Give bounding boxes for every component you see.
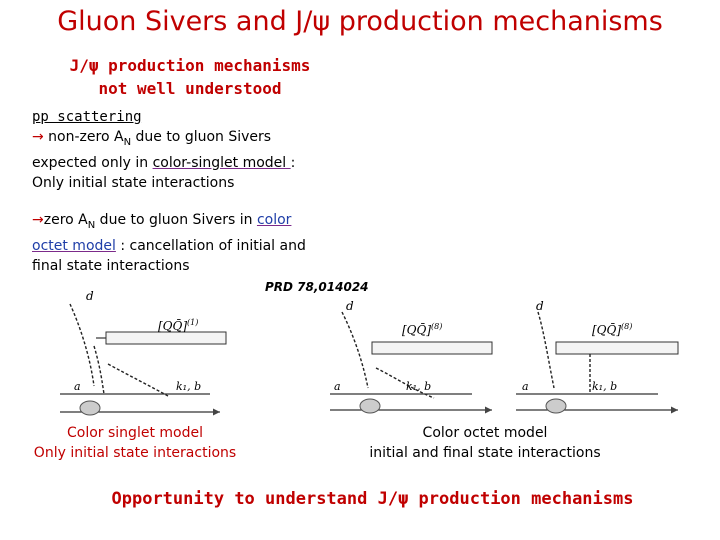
label-meson: [QQ̄](1)	[158, 318, 198, 333]
caption-singlet-line-1: Color singlet model	[67, 425, 203, 441]
conclusion-line: Opportunity to understand J/ψ production…	[111, 489, 634, 509]
reference-label: PRD 78,014024	[265, 280, 369, 294]
label-a: a	[74, 380, 81, 393]
gluon-line-2	[93, 345, 105, 395]
item-2-line-2-post: : cancellation of initial and	[115, 237, 306, 254]
item-1-line-2-pre: expected only in	[32, 154, 153, 171]
gluon-line-3	[107, 363, 169, 397]
arrow-icon: →	[32, 129, 44, 145]
blob-shape	[545, 398, 567, 414]
label-meson: [QQ̄](8)	[402, 322, 442, 337]
an-subscript: N	[87, 219, 96, 231]
an-subscript: N	[123, 136, 132, 148]
subtitle-line-1: J/ψ production mechanisms	[69, 56, 311, 75]
item-1-text: non-zero A	[43, 129, 124, 145]
blob-shape	[359, 398, 381, 414]
feynman-diagram-octet-1: d [QQ̄](8) a k₁, b	[330, 299, 493, 414]
subtitle-line-2: not well understood	[98, 79, 282, 98]
item-1-line-2-post: :	[290, 154, 296, 171]
label-meson: [QQ̄](8)	[592, 322, 632, 337]
gluon-line-2	[375, 367, 435, 399]
label-k1b: k₁, b	[176, 380, 201, 393]
blob-shape	[79, 400, 101, 416]
label-a: a	[334, 380, 341, 393]
item-1: → non-zero AN due to gluon Sivers expect…	[32, 127, 295, 193]
label-d: d	[536, 299, 544, 313]
meson-line	[105, 331, 227, 345]
item-2-text-post: due to gluon Sivers in	[95, 212, 257, 228]
feynman-diagram-octet-2: d [QQ̄](8) a k₁, b	[516, 299, 679, 414]
label-d: d	[346, 299, 354, 313]
gluon-line	[341, 311, 369, 389]
item-1-line-1: → non-zero AN due to gluon Sivers	[32, 127, 295, 153]
item-2-text: zero A	[43, 212, 88, 228]
caption-octet-line-2: initial and final state interactions	[369, 445, 601, 461]
caption-singlet-line-2: Only initial state interactions	[33, 445, 237, 461]
feynman-diagram-singlet: d [QQ̄](1) a k₁, b	[60, 289, 227, 416]
meson-line	[555, 341, 679, 355]
label-k1b: k₁, b	[406, 380, 431, 393]
item-1-line-2: expected only in color-singlet model :	[32, 153, 295, 173]
item-2-line-2: octet model : cancellation of initial an…	[32, 236, 306, 256]
color-singlet-model-link[interactable]: color-singlet model	[152, 154, 291, 171]
color-octet-link-b[interactable]: octet model	[32, 237, 116, 254]
meson-line	[371, 341, 493, 355]
item-1-text-post: due to gluon Sivers	[131, 129, 272, 145]
slide-title: Gluon Sivers and J/ψ production mechanis…	[57, 6, 663, 37]
label-d: d	[86, 289, 94, 303]
pp-scattering-heading: pp scattering	[32, 109, 142, 125]
label-a: a	[522, 380, 529, 393]
caption-octet-line-1: Color octet model	[422, 425, 548, 441]
label-k1b: k₁, b	[592, 380, 617, 393]
arrow-icon: →	[32, 212, 44, 228]
gluon-line	[537, 311, 555, 389]
item-2-line-1: →zero AN due to gluon Sivers in color	[32, 210, 306, 236]
item-2-line-3: final state interactions	[32, 257, 190, 274]
item-2: →zero AN due to gluon Sivers in color oc…	[32, 210, 306, 276]
color-octet-link-a[interactable]: color	[256, 212, 292, 228]
item-1-line-3: Only initial state interactions	[32, 174, 235, 191]
gluon-line	[69, 303, 95, 387]
